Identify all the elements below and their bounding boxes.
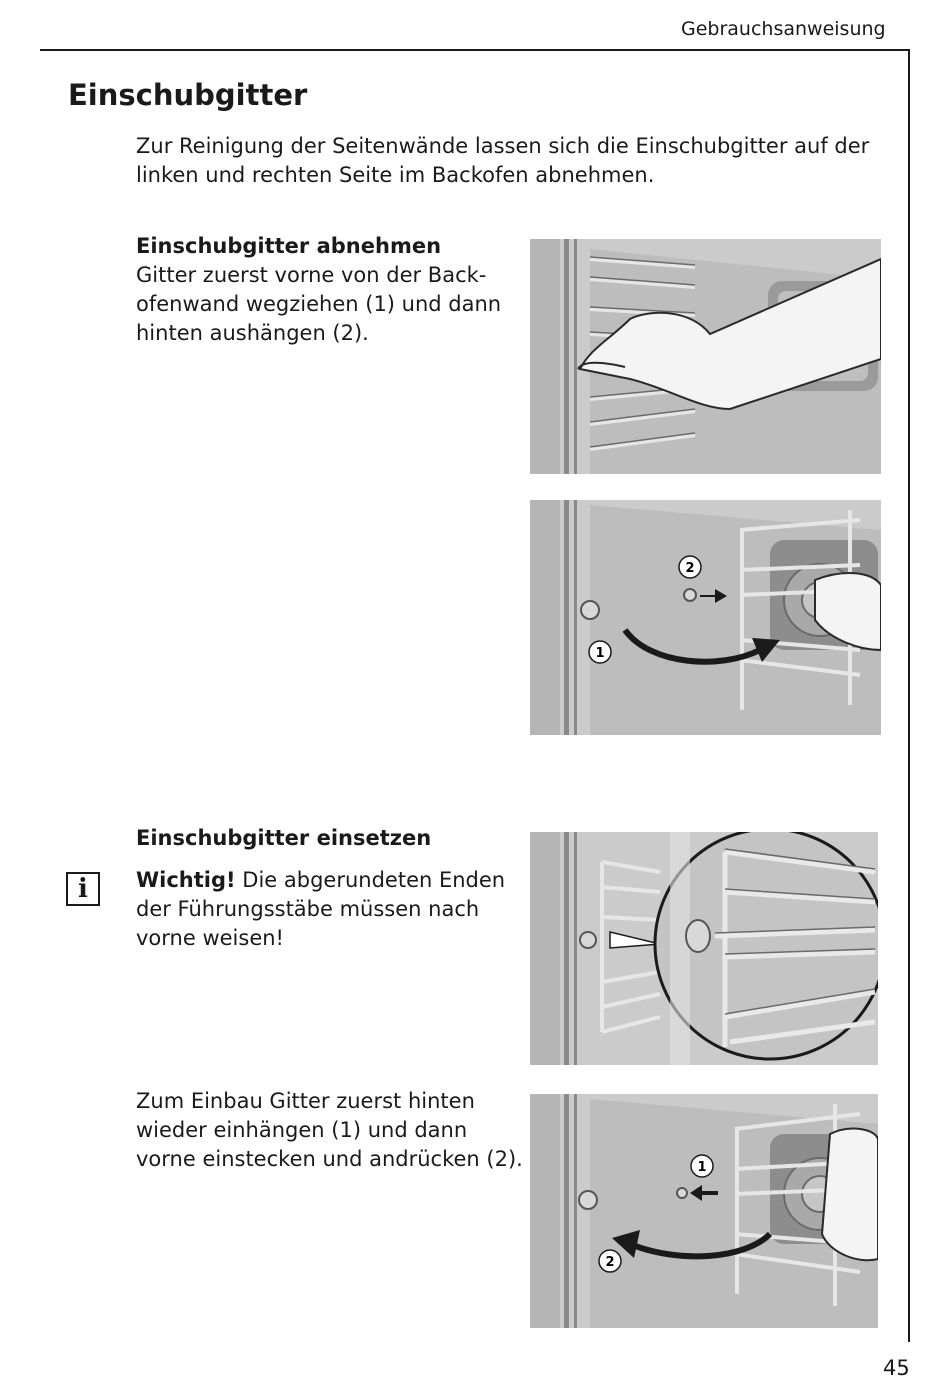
info-icon: i	[66, 872, 100, 906]
figure-remove-unhook: 2 1	[530, 500, 881, 735]
important-line: der Führungsstäbe müssen nach	[136, 897, 480, 921]
remove-line: hinten aushängen (2).	[136, 321, 369, 345]
important-text: Die abgerundeten Enden	[235, 868, 506, 892]
oven-illustration-2: 2 1	[530, 500, 881, 735]
oven-illustration-4: 1 2	[530, 1094, 878, 1328]
figure-remove-pull	[530, 239, 881, 474]
page-number: 45	[883, 1356, 910, 1380]
remove-line: Gitter zuerst vorne von der Back-	[136, 263, 487, 287]
mount-section: Zum Einbau Gitter zuerst hinten wieder e…	[136, 1087, 523, 1174]
important-first-line: Wichtig! Die abgerundeten Enden	[136, 866, 505, 895]
remove-section: Einschubgitter abnehmen Gitter zuerst vo…	[136, 232, 501, 348]
figure-insert-detail	[530, 832, 878, 1065]
mount-line: Zum Einbau Gitter zuerst hinten	[136, 1089, 475, 1113]
insert-heading: Einschubgitter einsetzen	[136, 826, 432, 850]
fig4-label-2: 2	[605, 1255, 614, 1270]
important-line: vorne weisen!	[136, 926, 284, 950]
intro-paragraph: Zur Reinigung der Seitenwände lassen sic…	[136, 134, 870, 187]
fig2-label-1: 1	[595, 646, 604, 661]
oven-illustration-1	[530, 239, 881, 474]
important-note: Wichtig! Die abgerundeten Enden der Führ…	[136, 866, 505, 953]
page-title: Einschubgitter	[68, 78, 308, 112]
margin-rule	[908, 50, 910, 1342]
mount-line: wieder einhängen (1) und dann	[136, 1118, 468, 1142]
fig2-label-2: 2	[685, 561, 694, 576]
header-rule	[40, 49, 910, 51]
remove-heading: Einschubgitter abnehmen	[136, 234, 442, 258]
oven-illustration-3	[530, 832, 878, 1065]
running-header: Gebrauchsanweisung	[681, 18, 886, 40]
important-label: Wichtig!	[136, 868, 236, 892]
remove-line: ofenwand wegziehen (1) und dann	[136, 292, 502, 316]
fig4-label-1: 1	[697, 1160, 706, 1175]
mount-line: vorne einstecken und andrücken (2).	[136, 1147, 523, 1171]
figure-mount: 1 2	[530, 1094, 878, 1328]
insert-section: Einschubgitter einsetzen	[136, 824, 431, 853]
